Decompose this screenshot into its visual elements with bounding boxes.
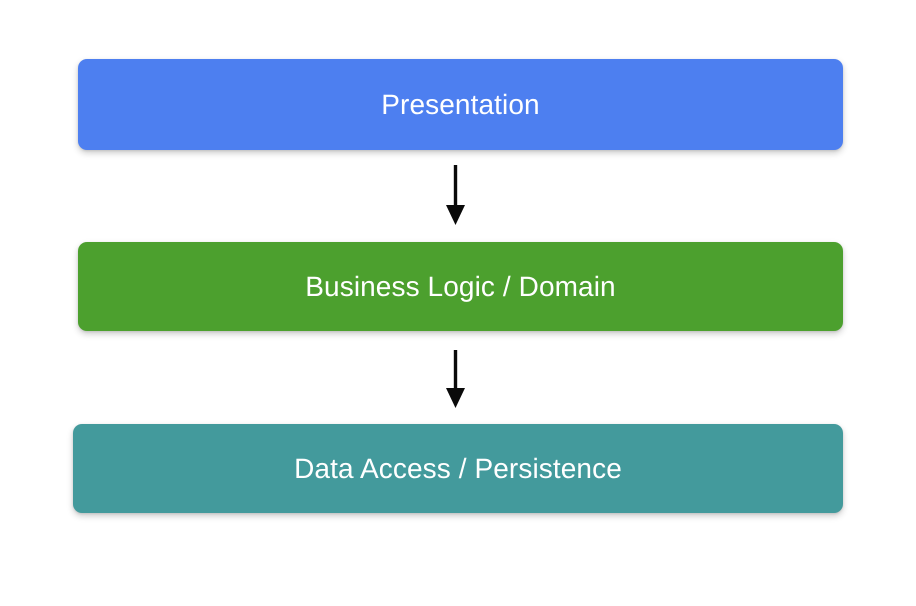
layer-label-data-access-persistence: Data Access / Persistence bbox=[294, 452, 622, 484]
layer-box-business-logic-domain[interactable]: Business Logic / Domain bbox=[78, 242, 843, 331]
layer-label-business-logic-domain: Business Logic / Domain bbox=[305, 270, 616, 302]
arrow-presentation-to-business bbox=[446, 165, 465, 225]
arrow-business-to-data bbox=[446, 350, 465, 408]
layer-label-presentation: Presentation bbox=[381, 88, 540, 120]
layer-box-presentation[interactable]: Presentation bbox=[78, 59, 843, 150]
layer-box-data-access-persistence[interactable]: Data Access / Persistence bbox=[73, 424, 843, 513]
